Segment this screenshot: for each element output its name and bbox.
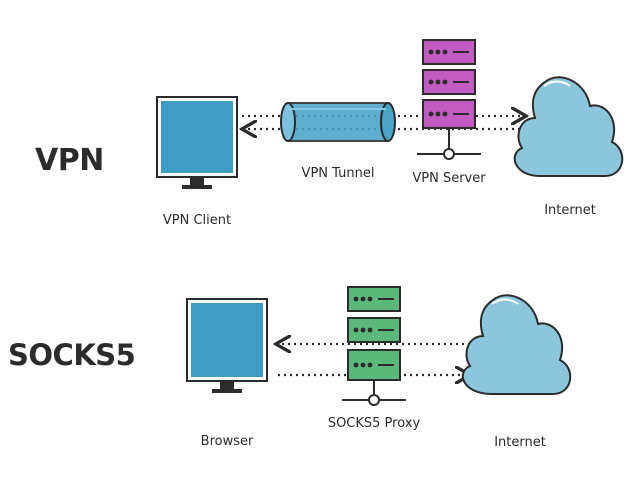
vpn-heading: VPN [35, 143, 104, 178]
vpn-server-icon [417, 39, 481, 160]
vpn-client-label: VPN Client [162, 213, 232, 228]
vpn-internet-cloud-icon [513, 76, 624, 177]
vpn-client-monitor-icon [156, 96, 238, 189]
vpn-server-label: VPN Server [412, 171, 486, 186]
socks5-internet-label: Internet [494, 435, 546, 450]
vpn-tunnel-label: VPN Tunnel [301, 166, 375, 181]
socks5-internet-cloud-icon [461, 294, 572, 395]
vpn-internet-label: Internet [544, 203, 596, 218]
browser-label: Browser [200, 434, 254, 449]
socks5-arrows [278, 344, 470, 375]
vpn-tunnel-icon [280, 102, 396, 142]
socks5-proxy-label: SOCKS5 Proxy [327, 416, 421, 431]
socks5-proxy-server-icon [342, 286, 406, 406]
browser-monitor-icon [186, 298, 268, 393]
socks5-heading: SOCKS5 [8, 338, 136, 372]
